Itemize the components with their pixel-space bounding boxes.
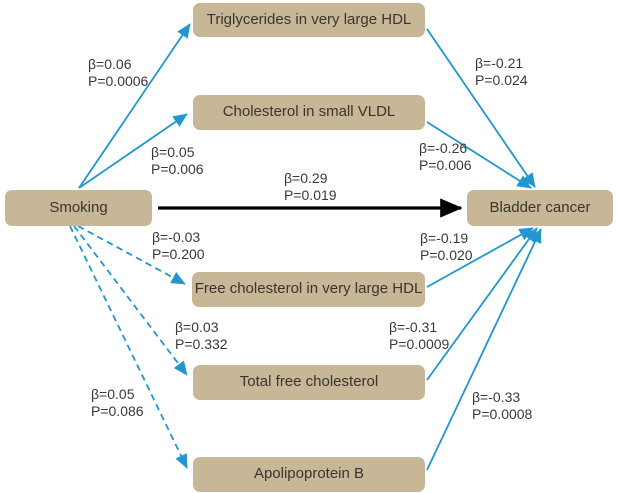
edge-label-smoking-total-free-cholesterol: β=0.03 P=0.332 xyxy=(175,319,228,353)
beta-value: β=0.03 xyxy=(175,319,219,335)
p-value: P=0.0006 xyxy=(88,73,149,89)
node-triglycerides-label: Triglycerides in very large HDL xyxy=(206,10,412,28)
arrow-smoking-to-free-cholesterol xyxy=(77,225,186,285)
arrow-smoking-to-triglycerides xyxy=(78,23,191,189)
p-value: P=0.332 xyxy=(175,336,228,352)
p-value: P=0.0008 xyxy=(472,406,533,422)
node-apolipoprotein-b-label: Apolipoprotein B xyxy=(253,465,365,483)
edge-label-total-free-cholesterol-bladder: β=-0.31 P=0.0009 xyxy=(389,319,449,353)
p-value: P=0.020 xyxy=(420,247,473,263)
edge-label-free-cholesterol-bladder: β=-0.19 P=0.020 xyxy=(420,230,473,264)
edge-label-smoking-cholesterol-small-vldl: β=0.05 P=0.006 xyxy=(151,144,204,178)
edge-label-triglycerides-bladder: β=-0.21 P=0.024 xyxy=(475,55,528,89)
p-value: P=0.086 xyxy=(91,403,144,419)
edge-label-smoking-free-cholesterol: β=-0.03 P=0.200 xyxy=(152,229,205,263)
node-bladder-cancer: Bladder cancer xyxy=(467,190,613,226)
node-total-free-cholesterol: Total free cholesterol xyxy=(193,365,425,400)
arrow-total-free-cholesterol-to-bladder-cancer xyxy=(426,227,538,381)
edge-label-smoking-triglycerides: β=0.06 P=0.0006 xyxy=(88,56,148,90)
p-value: P=0.200 xyxy=(152,246,205,262)
p-value: P=0.0009 xyxy=(389,336,450,352)
p-value: P=0.006 xyxy=(151,161,204,177)
arrow-free-cholesterol-to-bladder-cancer xyxy=(426,227,534,288)
node-cholesterol-small-vldl: Cholesterol in small VLDL xyxy=(193,95,425,130)
beta-value: β=0.05 xyxy=(91,386,135,402)
node-cholesterol-small-vldl-label: Cholesterol in small VLDL xyxy=(222,103,396,121)
node-free-cholesterol-very-large-hdl: Free cholesterol in very large HDL xyxy=(192,272,425,307)
node-smoking-label: Smoking xyxy=(49,198,108,216)
p-value: P=0.006 xyxy=(419,157,472,173)
beta-value: β=-0.33 xyxy=(472,389,521,405)
beta-value: β=-0.21 xyxy=(475,55,524,71)
node-apolipoprotein-b: Apolipoprotein B xyxy=(193,457,425,492)
edge-label-cholesterol-small-vldl-bladder: β=-0.26 P=0.006 xyxy=(419,140,472,174)
beta-value: β=-0.31 xyxy=(389,319,438,335)
edge-label-smoking-apolipoprotein-b: β=0.05 P=0.086 xyxy=(91,386,144,420)
beta-value: β=-0.19 xyxy=(420,230,469,246)
node-free-cholesterol-label: Free cholesterol in very large HDL xyxy=(194,280,423,298)
node-triglycerides-very-large-hdl: Triglycerides in very large HDL xyxy=(193,3,425,37)
arrow-smoking-to-total-free-cholesterol xyxy=(73,225,188,376)
edge-label-apolipoprotein-b-bladder: β=-0.33 P=0.0008 xyxy=(472,389,532,423)
beta-value: β=0.06 xyxy=(88,56,132,72)
arrow-apolipoprotein-b-to-bladder-cancer xyxy=(426,228,542,471)
p-value: P=0.024 xyxy=(475,72,528,88)
node-smoking: Smoking xyxy=(5,190,152,226)
beta-value: β=0.05 xyxy=(151,144,195,160)
arrow-triglycerides-to-bladder-cancer xyxy=(426,28,536,188)
beta-value: β=-0.26 xyxy=(419,140,468,156)
p-value: P=0.019 xyxy=(284,187,337,203)
edge-label-smoking-bladder-direct: β=0.29 P=0.019 xyxy=(284,170,337,204)
arrow-smoking-to-apolipoprotein-b xyxy=(69,225,188,469)
arrow-cholesterol-small-vldl-to-bladder-cancer xyxy=(426,121,532,189)
beta-value: β=-0.03 xyxy=(152,229,201,245)
arrow-smoking-to-cholesterol-small-vldl xyxy=(78,113,188,189)
node-bladder-cancer-label: Bladder cancer xyxy=(489,198,591,216)
beta-value: β=0.29 xyxy=(284,170,328,186)
node-total-free-cholesterol-label: Total free cholesterol xyxy=(239,373,379,391)
